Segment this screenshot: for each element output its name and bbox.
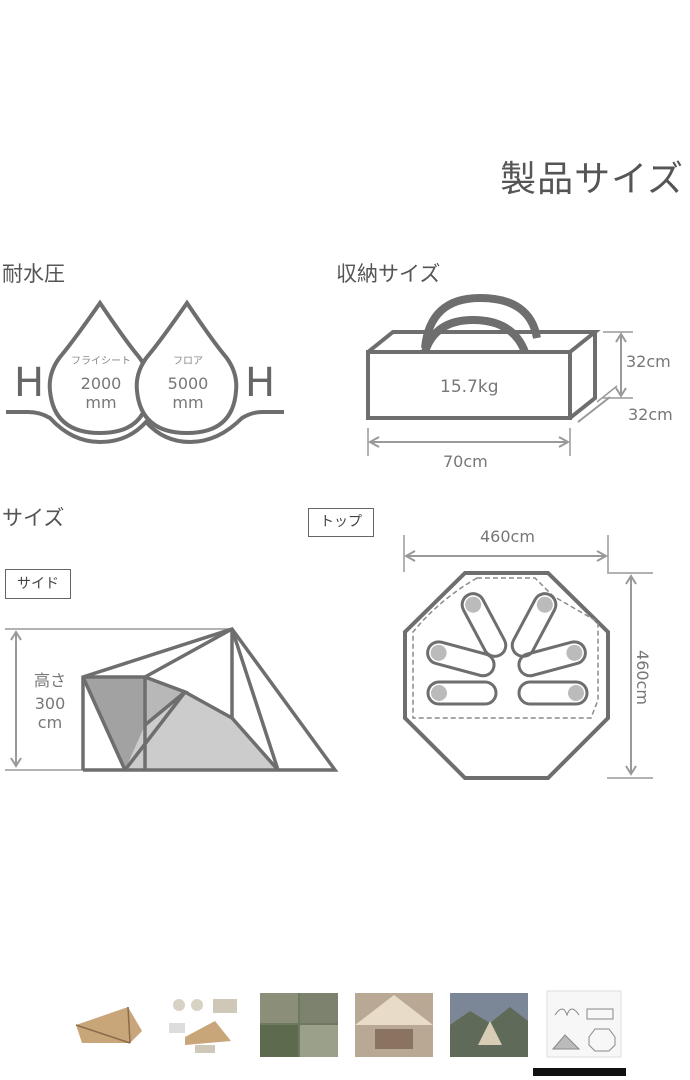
storage-bag-diagram [366, 293, 633, 456]
left-h-letter: H [14, 360, 45, 406]
thumbnail-3[interactable] [260, 985, 338, 1061]
thumbnail-6[interactable] [545, 985, 623, 1061]
floor-unit: mm [172, 393, 204, 412]
top-view-diagram [403, 535, 653, 780]
storage-width: 70cm [443, 452, 488, 471]
height-unit: cm [37, 713, 63, 732]
water-pressure-title: 耐水圧 [2, 262, 65, 286]
storage-height: 32cm [626, 352, 671, 371]
top-view-label: トップ [308, 508, 374, 537]
water-drop-outer-outline [6, 410, 284, 445]
fly-sheet-drop [47, 299, 152, 436]
thumbnail-1[interactable] [70, 985, 148, 1061]
thumbnail-strip [70, 985, 640, 1075]
bag-side [568, 332, 597, 420]
fly-sheet-value: 2000 [80, 374, 122, 393]
size-title: サイズ [2, 506, 65, 530]
side-view-diagram [5, 626, 339, 772]
thumbnail-5[interactable] [450, 985, 528, 1061]
height-label: 高さ [33, 671, 66, 690]
water-drop-diagram [6, 299, 284, 445]
selected-thumbnail-indicator [533, 1068, 626, 1076]
top-width-dimension: 460cm [480, 527, 535, 546]
storage-weight: 15.7kg [440, 377, 499, 397]
thumbnail-2[interactable] [165, 985, 243, 1061]
storage-depth: 32cm [628, 405, 673, 424]
floor-label: フロア [173, 356, 203, 367]
fly-sheet-label: フライシート [71, 356, 131, 367]
page-title: 製品サイズ [500, 159, 684, 200]
bag-top [366, 330, 601, 354]
fly-sheet-unit: mm [85, 393, 117, 412]
floor-value: 5000 [167, 374, 209, 393]
right-h-letter: H [245, 360, 276, 406]
floor-drop [134, 299, 239, 436]
side-view-label: サイド [5, 569, 71, 599]
thumbnail-4[interactable] [355, 985, 433, 1061]
storage-size-title: 収納サイズ [336, 262, 441, 286]
top-depth-dimension: 460cm [632, 650, 652, 705]
height-value: 300 [34, 694, 66, 713]
